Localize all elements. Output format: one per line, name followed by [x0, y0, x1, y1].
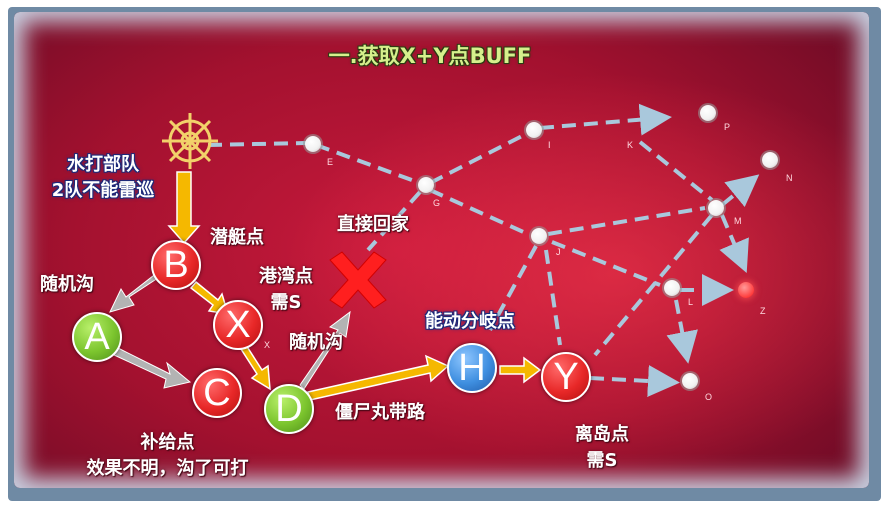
label-p: P	[724, 122, 731, 132]
harbor-note: 港湾点 需S	[246, 262, 326, 314]
node-j[interactable]	[531, 228, 547, 244]
node-h[interactable]: H	[447, 343, 497, 393]
node-g[interactable]	[418, 177, 434, 193]
label-g: G	[433, 198, 441, 208]
yellow-arrows	[167, 171, 542, 401]
node-x[interactable]: X	[213, 300, 263, 350]
y-note: 离岛点 需S	[552, 420, 652, 472]
harbor-note-line1: 港湾点	[259, 266, 313, 287]
c-note-line1: 补给点	[140, 432, 195, 453]
node-e[interactable]	[305, 136, 321, 152]
node-a[interactable]: A	[72, 312, 122, 362]
label-z: Z	[760, 306, 766, 316]
label-j: J	[556, 247, 561, 257]
h-note: 能动分岐点	[425, 311, 515, 332]
node-p[interactable]	[700, 105, 716, 121]
node-l[interactable]	[664, 280, 680, 296]
dashed-routes	[207, 103, 760, 397]
page-title: 一.获取X+Y点BUFF	[328, 44, 532, 68]
harbor-note-line2: 需S	[270, 292, 302, 313]
label-m: M	[734, 216, 742, 226]
c-note: 补给点 效果不明，沟了可打	[60, 428, 275, 480]
node-n[interactable]	[762, 152, 778, 168]
node-y[interactable]: Y	[541, 352, 591, 402]
red-x-icon	[329, 251, 387, 309]
y-note-line1: 离岛点	[575, 424, 629, 445]
d-note: 随机沟	[289, 332, 343, 353]
start-note-line1: 水打部队	[67, 154, 139, 175]
node-o[interactable]	[682, 373, 698, 389]
label-o: O	[705, 392, 713, 402]
label-k: K	[627, 140, 634, 150]
ship-wheel-icon	[162, 113, 218, 169]
start-note: 水打部队 2队不能雷巡	[33, 150, 173, 202]
c-note-line2: 效果不明，沟了可打	[86, 458, 249, 479]
label-n: N	[786, 173, 793, 183]
label-i: I	[548, 140, 551, 150]
label-x-small: X	[264, 340, 271, 350]
label-e: E	[327, 157, 334, 167]
node-c[interactable]: C	[192, 368, 242, 418]
gray-arrows	[109, 271, 351, 390]
a-note: 随机沟	[40, 274, 94, 295]
y-note-line2: 需S	[586, 450, 618, 471]
b-note: 潜艇点	[210, 227, 264, 248]
start-note-line2: 2队不能雷巡	[51, 180, 155, 201]
go-home-note: 直接回家	[337, 214, 409, 235]
node-i[interactable]	[526, 122, 542, 138]
node-z-boss[interactable]	[738, 282, 754, 298]
node-d[interactable]: D	[264, 384, 314, 434]
label-l: L	[688, 297, 694, 307]
node-m[interactable]	[708, 200, 724, 216]
node-b[interactable]: B	[151, 240, 201, 290]
d-route-note: 僵尸丸带路	[335, 402, 425, 423]
